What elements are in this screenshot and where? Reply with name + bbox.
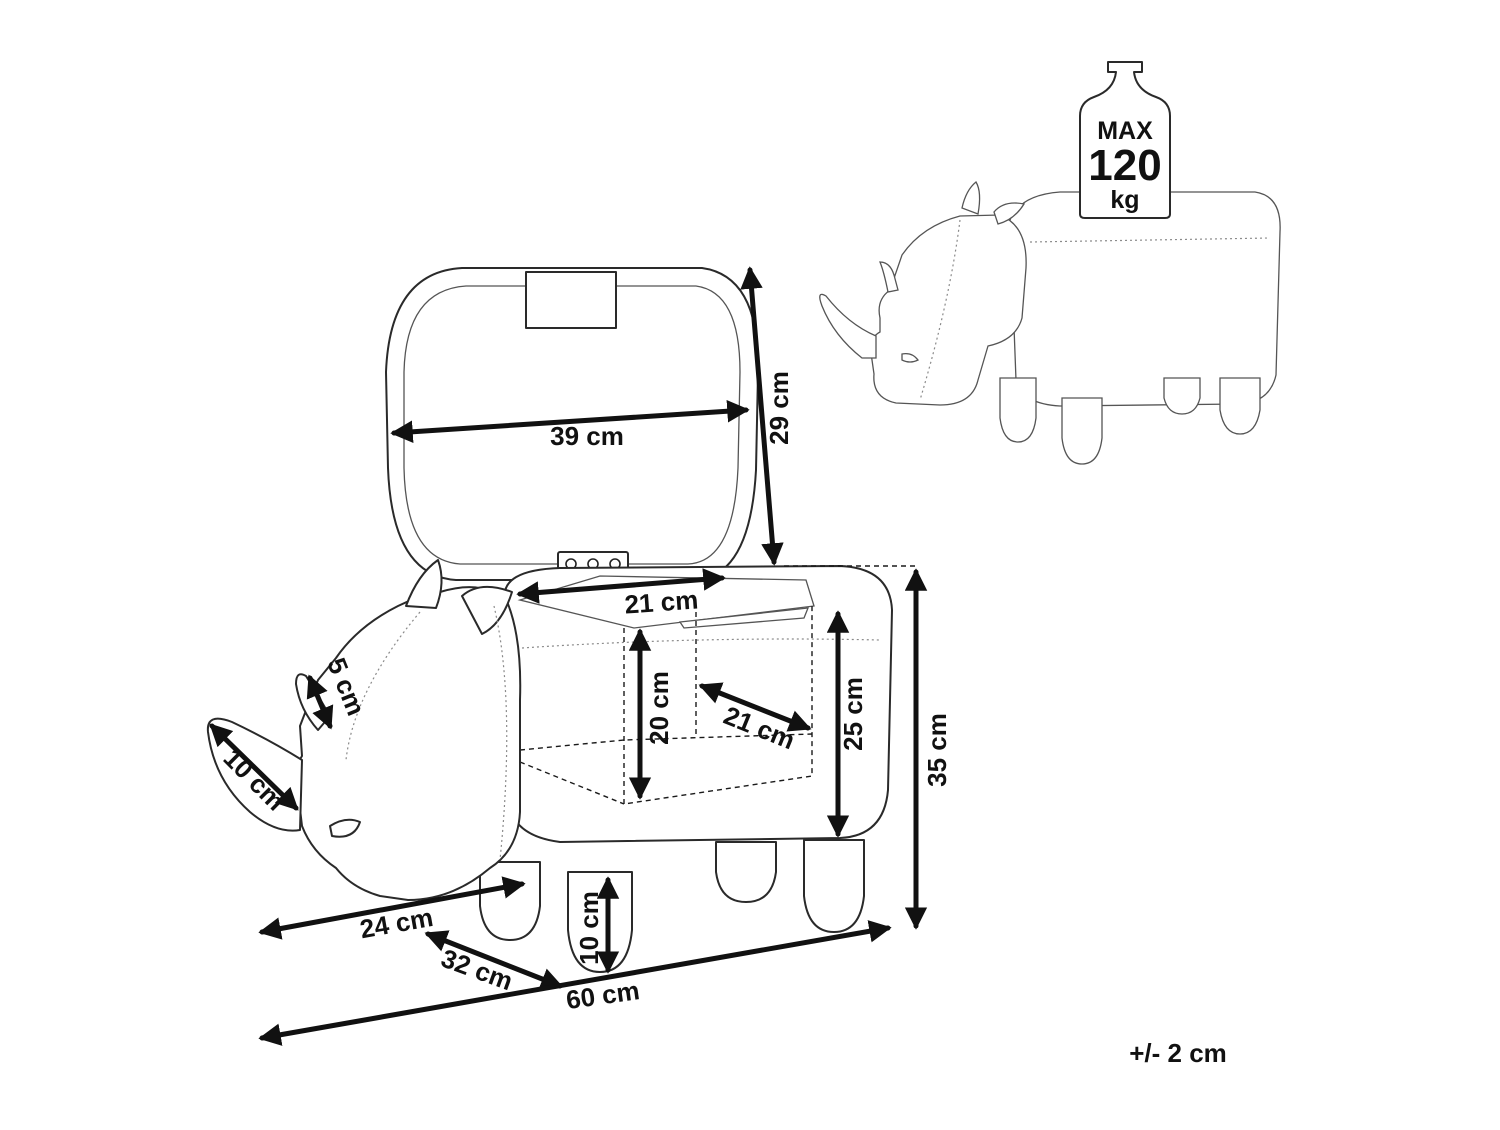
lid-handle-pocket bbox=[525, 271, 617, 329]
max-weight-badge: MAX 120 kg bbox=[1079, 61, 1171, 219]
weight-icon bbox=[1079, 61, 1171, 219]
compartment-depth-arrow bbox=[698, 682, 812, 732]
lid-height-label: 29 cm bbox=[764, 371, 794, 445]
lid-width-label: 39 cm bbox=[550, 421, 624, 451]
leg-height-label: 10 cm bbox=[574, 891, 604, 965]
compartment-width-arrow bbox=[516, 568, 726, 604]
lid-height-arrow bbox=[740, 266, 784, 566]
leg-back-right bbox=[803, 839, 865, 933]
dimension-lines bbox=[209, 266, 928, 1046]
weight-max-label: MAX bbox=[1097, 117, 1153, 145]
compartment-height-label: 20 cm bbox=[644, 671, 674, 745]
ear-height-arrow bbox=[306, 674, 334, 730]
compartment-width-label: 21 cm bbox=[624, 584, 700, 619]
total-height-label: 35 cm bbox=[922, 713, 952, 787]
rhino-preview-illustration bbox=[819, 181, 1281, 465]
weight-value: 120 bbox=[1088, 141, 1161, 190]
body-height-label: 25 cm bbox=[838, 677, 868, 751]
ear-right bbox=[461, 585, 513, 635]
length-arrow bbox=[258, 920, 892, 1046]
width-label: 24 cm bbox=[358, 902, 436, 944]
leg-back-left bbox=[715, 841, 777, 903]
weight-unit: kg bbox=[1110, 186, 1139, 214]
tolerance-note: +/- 2 cm bbox=[1129, 1038, 1227, 1068]
ear-left bbox=[405, 559, 443, 609]
rhino-head bbox=[293, 586, 522, 901]
horn-length-arrow bbox=[209, 723, 299, 811]
leg-front-left bbox=[479, 861, 541, 941]
lid-width-arrow bbox=[390, 399, 750, 444]
rhino-storage-ottoman-illustration bbox=[206, 267, 916, 973]
